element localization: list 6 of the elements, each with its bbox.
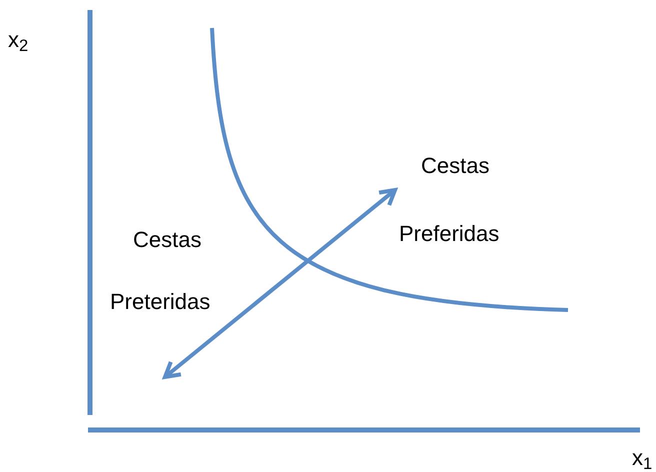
region-label: Cestas [133, 226, 202, 254]
region-label: Preferidas [399, 220, 500, 248]
region-label: Cestas [421, 152, 490, 180]
axis-label: x$_{2}$ [8, 26, 28, 54]
region-label: Preteridas [110, 288, 210, 316]
axis-label: x$_{1}$ [632, 444, 652, 472]
